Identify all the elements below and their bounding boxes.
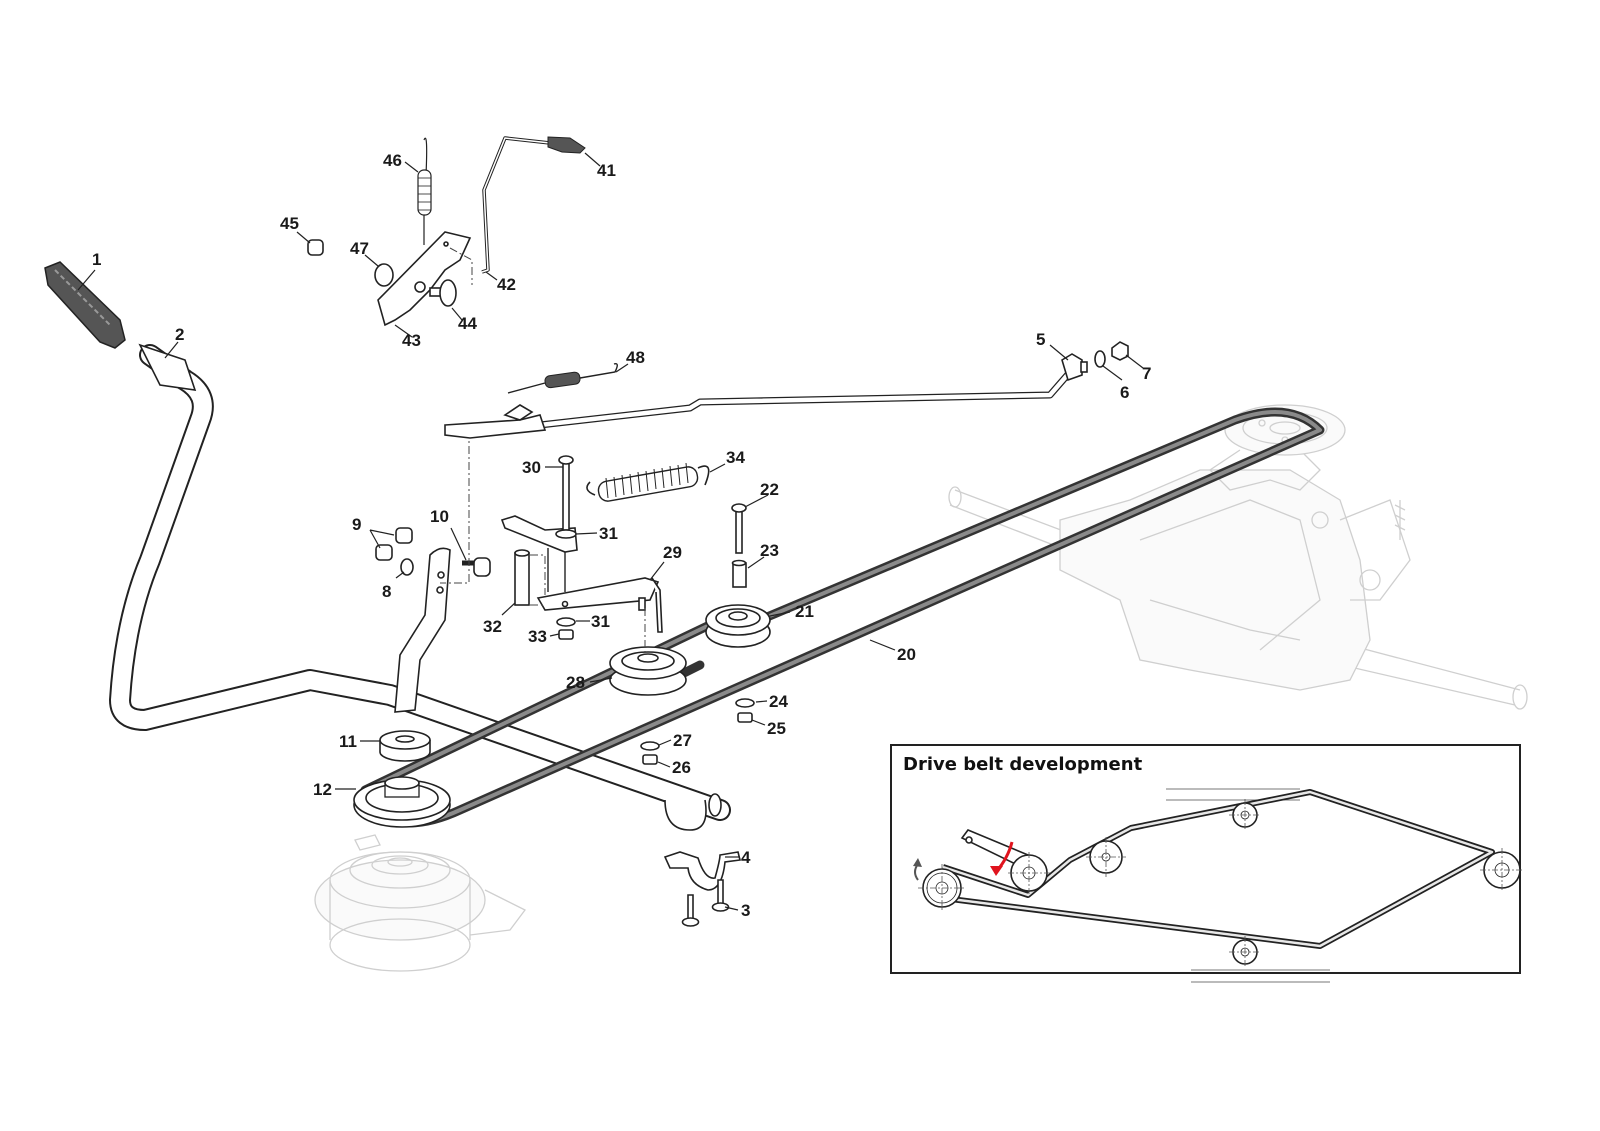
washer-24 — [735, 698, 755, 708]
clip-4 — [663, 851, 741, 891]
spacer-32 — [514, 549, 530, 606]
callout-3: 3 — [741, 901, 750, 920]
callout-30: 30 — [522, 458, 541, 477]
inset-center-lines — [918, 799, 1524, 968]
callout-labels: 1 2 3 4 5 6 7 8 9 10 11 12 20 21 22 23 2… — [92, 151, 1151, 920]
callout-27: 27 — [673, 731, 692, 750]
callout-4: 4 — [741, 848, 751, 867]
callout-6: 6 — [1120, 383, 1129, 402]
leader-lines — [77, 152, 1144, 911]
callout-48: 48 — [626, 348, 645, 367]
callout-41: 41 — [597, 161, 616, 180]
spacer-11 — [379, 730, 431, 762]
callout-5: 5 — [1036, 330, 1045, 349]
assembly-line-rod — [440, 430, 470, 584]
callout-8: 8 — [382, 582, 391, 601]
callout-45: 45 — [280, 214, 299, 233]
callout-24: 24 — [769, 692, 788, 711]
callout-25: 25 — [767, 719, 786, 738]
inset-title: Drive belt development — [903, 754, 1143, 775]
nut-25 — [737, 712, 753, 723]
washer-8 — [400, 558, 414, 576]
washer-27 — [640, 741, 660, 751]
callout-46: 46 — [383, 151, 402, 170]
nut-9-a — [395, 527, 413, 544]
callout-1: 1 — [92, 250, 101, 269]
callout-10: 10 — [430, 507, 449, 526]
callout-22: 22 — [760, 480, 779, 499]
callout-31-lower: 31 — [591, 612, 610, 631]
callout-11: 11 — [339, 732, 357, 751]
callout-47: 47 — [350, 239, 369, 258]
drive-belt-development-inset: Drive belt development — [890, 744, 1524, 983]
callout-31-upper: 31 — [599, 524, 618, 543]
inset-frame — [890, 744, 1521, 974]
callout-21: 21 — [795, 602, 814, 621]
callout-9: 9 — [352, 515, 361, 534]
idler-arm-29 — [536, 577, 663, 633]
callout-7: 7 — [1142, 364, 1151, 383]
nut-9-b — [375, 544, 393, 561]
callout-2: 2 — [175, 325, 184, 344]
inset-tension-arrowhead-icon — [990, 866, 1003, 876]
brake-rod-5 — [444, 353, 1088, 439]
bolt-22 — [731, 503, 747, 554]
callout-29: 29 — [663, 543, 682, 562]
electric-clutch-ghost — [314, 834, 526, 972]
spring-48 — [507, 362, 618, 394]
lever-rod-41 — [481, 136, 586, 274]
callout-34: 34 — [726, 448, 745, 467]
nut-7 — [1111, 341, 1129, 361]
spring-46 — [417, 137, 432, 245]
washer-6 — [1094, 350, 1106, 368]
assembly-line-idler — [530, 554, 646, 655]
callout-20: 20 — [897, 645, 916, 664]
callout-23: 23 — [760, 541, 779, 560]
callout-32: 32 — [483, 617, 502, 636]
washer-31-lower — [556, 617, 576, 627]
transaxle-ghost — [948, 404, 1528, 710]
brake-bracket-arm — [394, 547, 451, 713]
pulley-21 — [705, 604, 771, 648]
washer-47 — [374, 263, 394, 287]
pulley-12 — [353, 776, 451, 828]
pedal-shaft — [109, 343, 731, 831]
spring-34 — [586, 462, 710, 502]
callout-42: 42 — [497, 275, 516, 294]
callout-44: 44 — [458, 314, 477, 333]
screw-3 — [681, 879, 730, 927]
pulley-28 — [609, 646, 687, 696]
nut-26 — [642, 754, 658, 765]
callout-33: 33 — [528, 627, 547, 646]
idler-bracket-plate — [500, 515, 578, 592]
pin-44 — [429, 279, 457, 307]
spacer-23 — [731, 559, 747, 588]
knob-10 — [462, 557, 491, 577]
washer-31-upper — [555, 529, 577, 539]
pedal-pad — [44, 261, 126, 349]
callout-43: 43 — [402, 331, 421, 350]
bracket-plate-43 — [377, 231, 472, 327]
nut-45 — [307, 239, 324, 256]
callout-12: 12 — [313, 780, 332, 799]
callout-28: 28 — [566, 673, 585, 692]
callout-26: 26 — [672, 758, 691, 777]
nut-33 — [558, 629, 574, 640]
